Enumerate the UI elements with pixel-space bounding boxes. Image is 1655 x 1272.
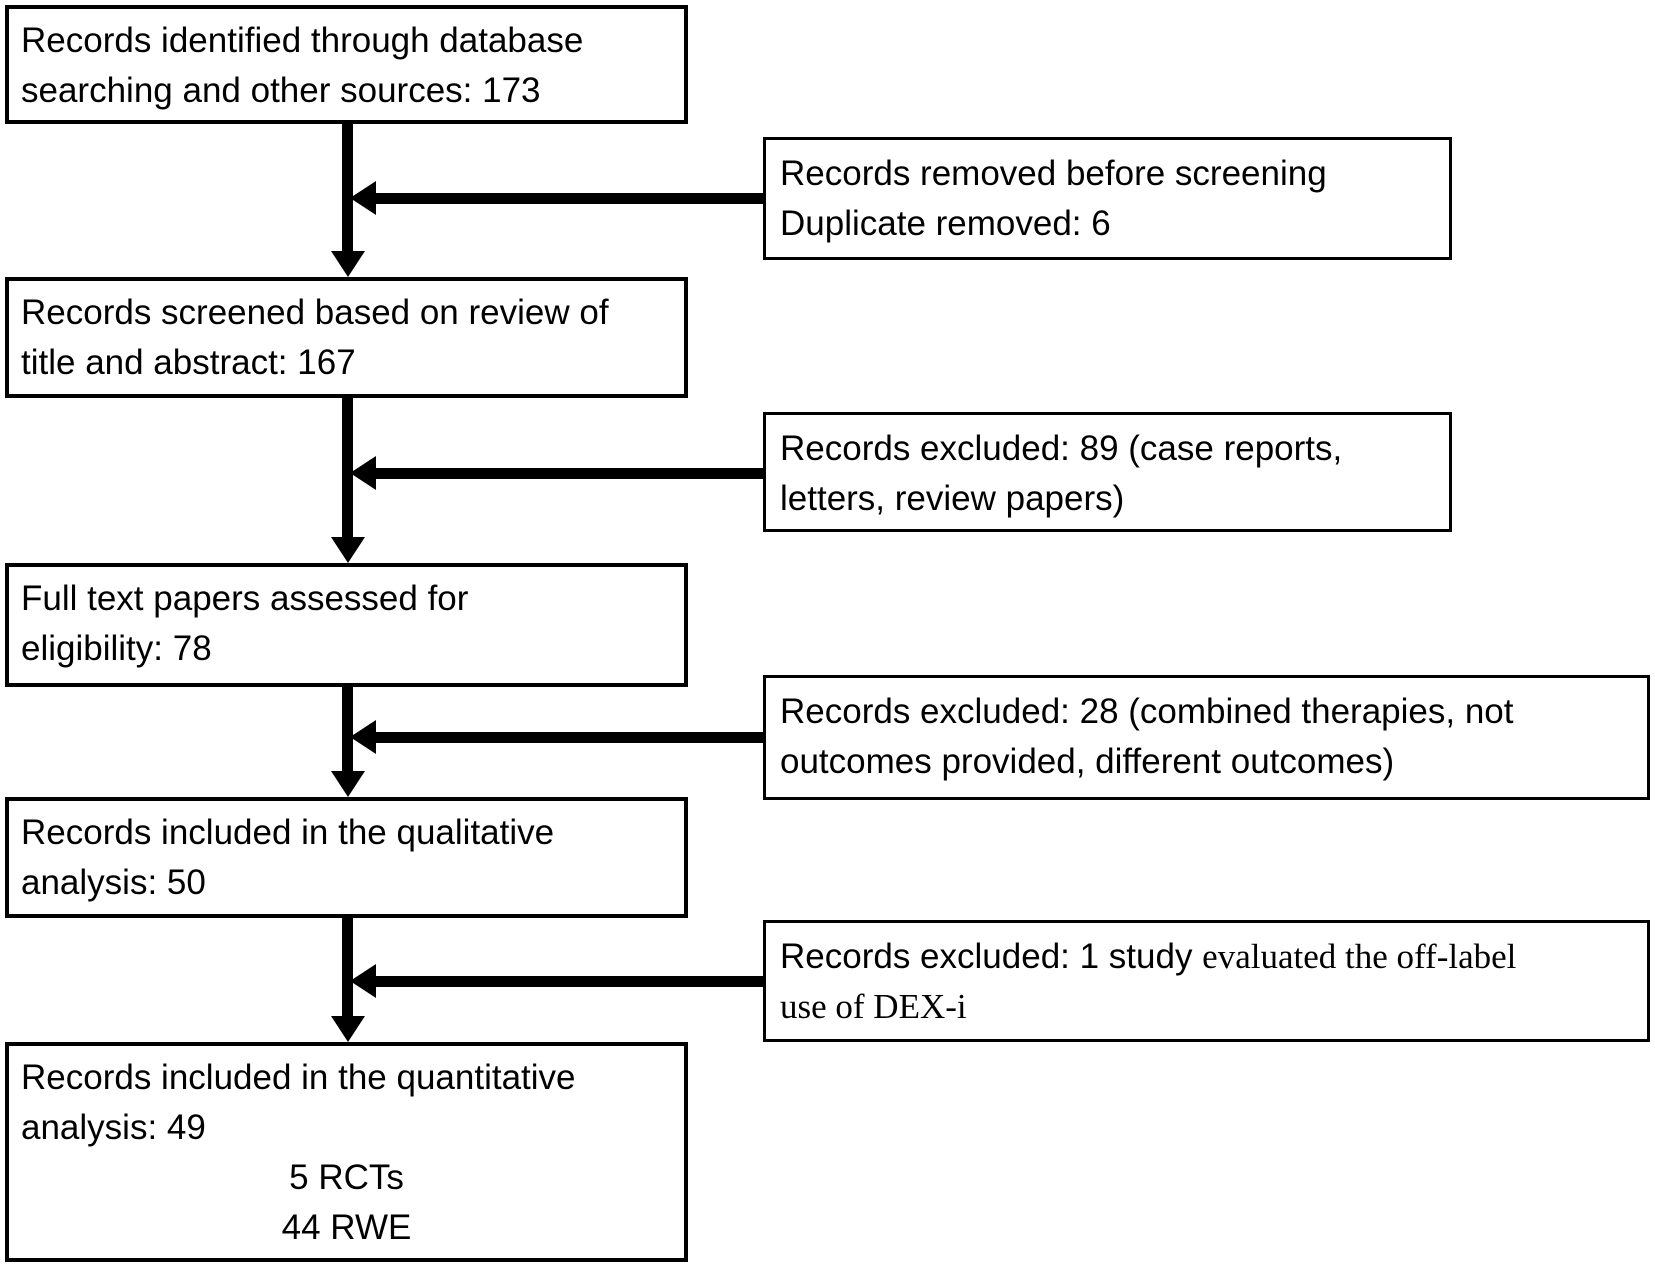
box-text-line: title and abstract: 167 — [21, 343, 356, 382]
box-text-line: Records screened based on review of — [21, 293, 609, 332]
left-arrow-4-head-icon — [350, 964, 376, 998]
box-text-sans: Records excluded: 1 study — [780, 937, 1203, 976]
box-removed-before-screening: Records removed before screening Duplica… — [763, 137, 1452, 260]
box-text-line-rcts: 5 RCTs — [289, 1158, 404, 1197]
box-excluded-off-label: Records excluded: 1 study evaluated the … — [763, 920, 1650, 1042]
box-records-screened: Records screened based on review of titl… — [5, 277, 688, 398]
down-arrow-3-head-icon — [331, 771, 365, 797]
box-text-serif: evaluated the off-label — [1202, 937, 1517, 976]
box-quantitative-included: Records included in the quantitative ana… — [5, 1042, 688, 1262]
box-text-line: searching and other sources: 173 — [21, 71, 541, 110]
box-text-line: letters, review papers) — [780, 479, 1125, 518]
box-text-line: outcomes provided, different outcomes) — [780, 742, 1395, 781]
box-text-line-rwe: 44 RWE — [281, 1208, 412, 1247]
left-arrow-4-shaft — [374, 976, 763, 987]
box-text-line: eligibility: 78 — [21, 629, 212, 668]
down-arrow-1-shaft — [342, 124, 353, 255]
box-text-line: Duplicate removed: 6 — [780, 204, 1111, 243]
box-records-identified: Records identified through database sear… — [5, 5, 688, 124]
down-arrow-4-shaft — [342, 918, 353, 1018]
box-text-line: Records removed before screening — [780, 154, 1327, 193]
down-arrow-2-head-icon — [331, 537, 365, 563]
box-excluded-full-text: Records excluded: 28 (combined therapies… — [763, 675, 1650, 800]
left-arrow-1-shaft — [374, 193, 763, 204]
box-text-line: Records excluded: 1 study evaluated the … — [780, 932, 1633, 982]
box-excluded-title-abstract: Records excluded: 89 (case reports, lett… — [763, 412, 1452, 532]
left-arrow-3-head-icon — [350, 720, 376, 754]
left-arrow-2-shaft — [374, 468, 763, 479]
down-arrow-2-shaft — [342, 398, 353, 539]
box-text-line: Records identified through database — [21, 21, 584, 60]
left-arrow-2-head-icon — [350, 456, 376, 490]
box-qualitative-included: Records included in the qualitative anal… — [5, 797, 688, 918]
box-text-line: Records included in the quantitative — [21, 1058, 576, 1097]
box-text-line: use of DEX-i — [780, 987, 967, 1026]
down-arrow-4-head-icon — [331, 1016, 365, 1042]
left-arrow-1-head-icon — [350, 181, 376, 215]
box-text-line: Records included in the qualitative — [21, 813, 555, 852]
down-arrow-1-head-icon — [331, 251, 365, 277]
box-text-line: analysis: 49 — [21, 1108, 206, 1147]
box-text-line: Records excluded: 89 (case reports, — [780, 429, 1343, 468]
left-arrow-3-shaft — [374, 732, 763, 743]
box-text-line: Full text papers assessed for — [21, 579, 469, 618]
box-text-line: analysis: 50 — [21, 863, 206, 902]
down-arrow-3-shaft — [342, 687, 353, 773]
box-full-text-assessed: Full text papers assessed for eligibilit… — [5, 563, 688, 687]
box-text-line: Records excluded: 28 (combined therapies… — [780, 692, 1514, 731]
